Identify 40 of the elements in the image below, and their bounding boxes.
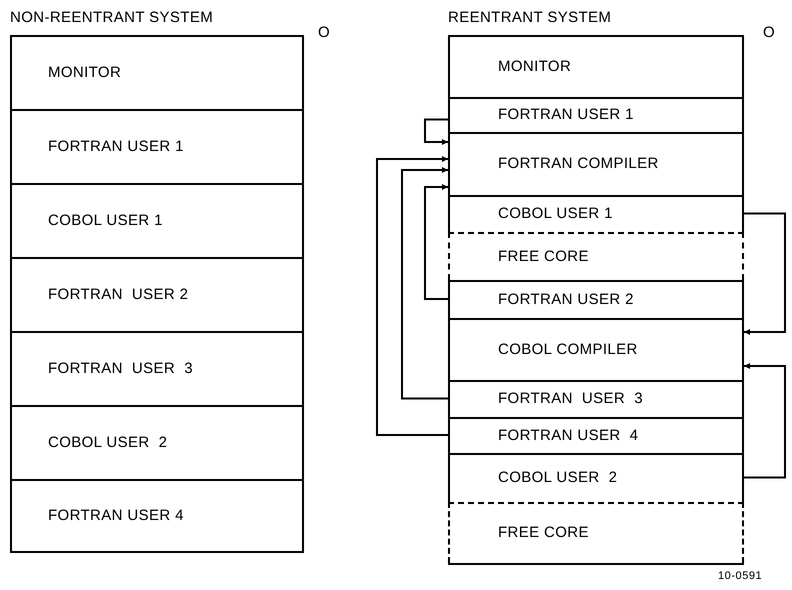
- arrow: [401, 167, 448, 400]
- arrow: [424, 184, 448, 300]
- segment-label: COBOL USER 2: [498, 468, 618, 488]
- segment-label: FREE CORE: [498, 523, 589, 544]
- segment-label: MONITOR: [48, 62, 122, 83]
- arrow: [744, 212, 786, 335]
- arrow: [744, 363, 786, 478]
- address-label: O: [318, 23, 330, 43]
- segment-label: COBOL USER 2: [48, 432, 168, 453]
- segment-label: MONITOR: [498, 56, 572, 77]
- arrow: [424, 118, 448, 145]
- segment-label: FORTRAN USER 1: [48, 136, 184, 157]
- memory-segment: [448, 232, 744, 280]
- segment-label: FORTRAN COMPILER: [498, 154, 659, 174]
- segment-label: FORTRAN USER 4: [498, 426, 638, 446]
- segment-label: FORTRAN USER 4: [48, 506, 184, 526]
- segment-label: COBOL USER 1: [498, 204, 613, 224]
- memory-segment: [448, 318, 744, 380]
- arrow: [376, 156, 448, 436]
- memory-segment: [448, 195, 744, 232]
- heading: REENTRANT SYSTEM: [448, 8, 612, 28]
- memory-segment: [448, 380, 744, 417]
- segment-label: COBOL COMPILER: [498, 340, 638, 360]
- memory-segment: [448, 417, 744, 453]
- heading: NON-REENTRANT SYSTEM: [10, 8, 214, 28]
- memory-segment: [448, 132, 744, 195]
- figure-number: 10-0591: [718, 569, 762, 584]
- memory-segment: [448, 280, 744, 318]
- segment-label: FORTRAN USER 2: [498, 290, 634, 310]
- memory-segment: [448, 37, 744, 97]
- memory-segment: [448, 97, 744, 132]
- address-label: O: [763, 23, 775, 43]
- segment-label: COBOL USER 1: [48, 210, 163, 231]
- memory-segment: [448, 453, 744, 502]
- segment-label: FORTRAN USER 3: [48, 358, 193, 379]
- segment-label: FREE CORE: [498, 246, 589, 267]
- segment-label: FORTRAN USER 2: [48, 284, 188, 305]
- segment-label: FORTRAN USER 1: [498, 105, 634, 126]
- memory-segment: [448, 502, 744, 563]
- segment-label: FORTRAN USER 3: [498, 389, 643, 410]
